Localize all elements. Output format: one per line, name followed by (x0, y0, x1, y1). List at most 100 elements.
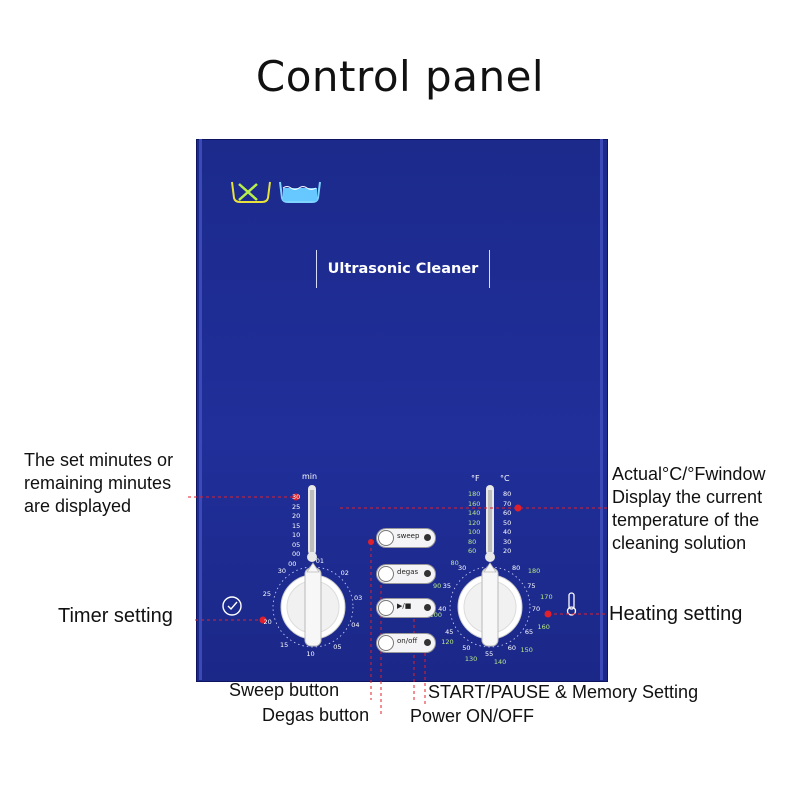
timer-setting-callout: Timer setting (58, 605, 173, 627)
page-title: Control panel (255, 52, 545, 101)
celsius-scale-tick: 20 (503, 547, 512, 555)
callout-line: Actual°C/°Fwindow (612, 464, 766, 484)
heating-dial-number-f: 80 (450, 558, 459, 567)
timer-scale-tick: 30 (292, 493, 301, 501)
indicator-led (424, 534, 431, 541)
panel-left-trim (199, 139, 202, 680)
heating-dial-number: 55 (485, 650, 494, 658)
button-ring-icon (378, 635, 394, 651)
callout-line: temperature of the (612, 510, 760, 530)
sweep-button-callout: Sweep button (229, 680, 340, 700)
callout-line: remaining minutes (24, 473, 172, 493)
fill-level-icon (279, 181, 321, 203)
button-ring-icon (378, 566, 394, 582)
device-name-plate: Ultrasonic Cleaner (316, 250, 490, 288)
timer-dial-number: 20 (263, 618, 272, 627)
start-pause-button[interactable]: ▶/■ (376, 598, 436, 618)
heating-dial-number: 40 (438, 605, 447, 614)
timer-knob[interactable] (272, 562, 354, 648)
timer-scale-tick: 05 (292, 540, 301, 549)
heating-dial-number: 35 (442, 582, 452, 591)
timer-dial-number: 02 (340, 569, 349, 578)
timer-scale-tick: 20 (292, 512, 301, 520)
timer-scale-tick: 25 (292, 502, 301, 511)
heating-dial-number-f: 160 (537, 622, 550, 631)
degas-button-callout: Degas button (262, 705, 370, 725)
callout-line: are displayed (24, 496, 132, 516)
sweep-button[interactable]: sweep (376, 528, 436, 548)
timer-unit-label: min (302, 472, 318, 481)
celsius-scale-tick: 50 (503, 518, 512, 527)
temperature-window-callout: Actual°C/°Fwindow Display the current te… (612, 463, 765, 555)
timer-dial-number: 10 (306, 649, 315, 658)
callout-lines (188, 496, 610, 714)
start-pause-button-label: ▶/■ (397, 602, 412, 610)
button-ring-icon (378, 600, 394, 616)
power-button[interactable]: on/off (376, 633, 436, 653)
heating-dial-number: 60 (507, 644, 517, 653)
power-callout: Power ON/OFF (410, 706, 535, 726)
indicator-led (424, 570, 431, 577)
fahrenheit-scale-tick: 80 (468, 537, 477, 546)
heating-knob[interactable] (449, 562, 531, 648)
sweep-button-label: sweep (397, 532, 420, 540)
heating-dial-number: 70 (531, 605, 541, 614)
do-not-run-empty-icon (231, 181, 271, 203)
panel-right-trim (600, 139, 603, 680)
degas-button[interactable]: degas (376, 564, 436, 584)
celsius-scale-tick: 40 (503, 528, 512, 536)
timer-dial-number: 25 (262, 590, 271, 599)
fahrenheit-scale-tick: 120 (468, 518, 481, 527)
timer-scale-tick: 00 (292, 550, 301, 558)
control-panel (196, 139, 608, 682)
heating-dial-number-f: 90 (432, 582, 442, 591)
heating-dial-number: 50 (462, 644, 471, 653)
timer-dial-number: 01 (315, 556, 325, 565)
timer-dial-number: 00 (288, 560, 297, 569)
timer-dial-number: 05 (333, 642, 342, 651)
thermometer-icon (566, 592, 577, 616)
degas-button-label: degas (397, 568, 419, 576)
heating-dial-number: 30 (458, 564, 467, 573)
celsius-unit-label: °C (500, 474, 510, 483)
timer-dial-number: 30 (277, 566, 287, 575)
heating-dial-number-f: 100 (429, 611, 443, 620)
celsius-scale-tick: 60 (503, 509, 512, 517)
clock-icon (222, 596, 242, 616)
celsius-scale-tick: 70 (503, 499, 512, 508)
heating-setting-callout: Heating setting (609, 603, 743, 625)
indicator-led (424, 604, 431, 611)
heating-dial-number-f: 140 (493, 658, 507, 667)
fahrenheit-scale-tick: 140 (468, 509, 481, 517)
callout-line: The set minutes or (24, 450, 174, 470)
fahrenheit-unit-label: °F (471, 474, 480, 483)
callout-line: Display the current (612, 487, 763, 507)
heating-dial-number: 45 (445, 627, 454, 636)
button-ring-icon (378, 530, 394, 546)
heating-dial-number: 75 (527, 582, 536, 591)
timer-dial-number: 04 (351, 621, 360, 630)
timer-scale-tick: 15 (292, 521, 301, 530)
fahrenheit-scale-tick: 100 (468, 528, 481, 536)
indicator-led (424, 639, 431, 646)
heating-dial-number-f: 150 (520, 646, 533, 655)
fahrenheit-scale-tick: 60 (468, 547, 477, 555)
celsius-scale-tick: 80 (503, 490, 512, 498)
heating-dial-number-f: 120 (441, 637, 454, 646)
celsius-scale-tick: 30 (503, 537, 512, 546)
minutes-display-callout: The set minutes or remaining minutes are… (24, 449, 173, 518)
timer-scale-tick: 10 (292, 531, 301, 539)
timer-dial-number: 03 (354, 593, 363, 602)
heating-dial-number-f: 170 (540, 593, 553, 602)
temperature-led-scale (485, 485, 495, 562)
heating-dial-number: 65 (524, 627, 534, 636)
heating-dial-number-f: 130 (464, 655, 478, 664)
callout-line: cleaning solution (612, 533, 747, 553)
timer-dial-number: 15 (280, 640, 289, 649)
heating-dial-number: 80 (511, 564, 521, 573)
power-button-label: on/off (397, 637, 418, 645)
fahrenheit-scale-tick: 180 (468, 490, 481, 498)
start-pause-callout: START/PAUSE & Memory Setting (428, 682, 699, 702)
heating-dial-number-f: 180 (527, 567, 541, 575)
timer-led-scale (307, 485, 317, 562)
